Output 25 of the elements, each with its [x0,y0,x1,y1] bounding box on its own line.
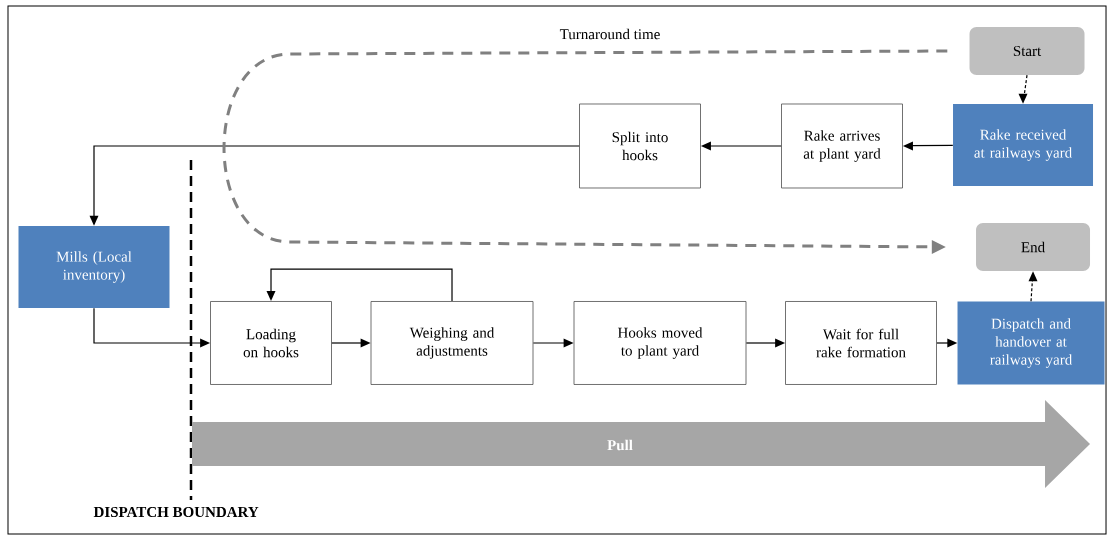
process-box: Hooks moved to plant yard [573,301,747,385]
arrow [700,141,782,151]
arrow [902,141,954,151]
boundary-label: DISPATCH BOUNDARY [93,506,259,518]
process-box: Wait for full rake formation [785,301,937,385]
arrow [331,338,371,348]
process-box: Rake received at railways yard [953,104,1093,186]
edge-label: Turnaround time [558,27,662,41]
arrow [532,338,574,348]
arrow [1018,74,1028,104]
process-box: Split into hooks [579,103,701,189]
arrow [89,145,580,226]
arrow [936,338,958,348]
arrow [222,49,948,254]
end-box: End [976,223,1090,271]
process-box: Weighing and adjustments [370,301,534,385]
process-box: Rake arrives at plant yard [781,103,903,189]
start-box: Start [969,27,1085,75]
process-box: Mills (Local inventory) [18,226,170,308]
arrow [745,338,786,348]
arrow [1028,271,1038,302]
process-box: Dispatch and handover at railways yard [957,301,1105,385]
arrow [93,307,211,348]
arrow [266,268,453,302]
process-box: Loading on hooks [210,301,332,385]
